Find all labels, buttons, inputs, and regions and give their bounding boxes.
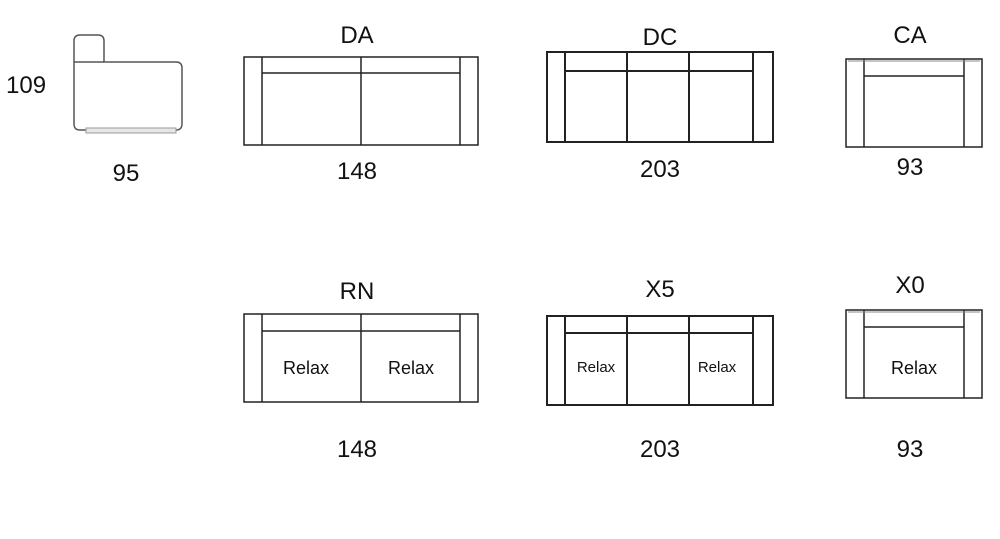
- module-code-rn: RN: [339, 278, 375, 305]
- module-dc-plan: [546, 51, 774, 143]
- module-da-plan: [243, 56, 479, 146]
- module-width-da: 148: [336, 158, 378, 185]
- module-code-ca: CA: [893, 22, 927, 49]
- relax-label-rn-right: Relax: [388, 358, 434, 378]
- profile-height-label: 109: [6, 72, 47, 99]
- relax-label-x5-left: Relax: [577, 359, 616, 376]
- module-x5-plan: [546, 315, 774, 406]
- module-rn-plan: [243, 313, 479, 403]
- module-width-dc: 203: [639, 156, 681, 183]
- module-width-x5: 203: [639, 436, 681, 463]
- module-width-rn: 148: [336, 436, 378, 463]
- module-code-dc: DC: [642, 24, 678, 51]
- module-width-x0: 93: [896, 436, 924, 463]
- module-width-ca: 93: [896, 154, 924, 181]
- sofa-side-profile: [73, 34, 183, 134]
- module-ca-plan: [845, 58, 983, 148]
- relax-label-rn-left: Relax: [283, 358, 329, 378]
- module-code-x5: X5: [645, 276, 675, 303]
- module-code-x0: X0: [895, 272, 925, 299]
- profile-width-label: 95: [112, 160, 140, 187]
- module-x0-plan: [845, 309, 983, 399]
- relax-label-x5-right: Relax: [698, 359, 737, 376]
- relax-label-x0: Relax: [891, 358, 937, 378]
- module-code-da: DA: [340, 22, 374, 49]
